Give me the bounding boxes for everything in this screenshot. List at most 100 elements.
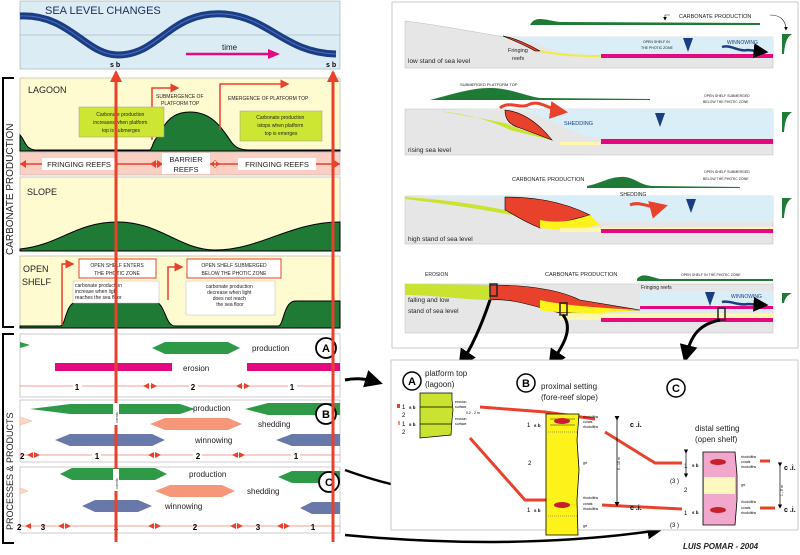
svg-text:corals: corals [114,412,119,423]
process-row-c: production shedding winnowing 2 3 1 2 3 … [17,466,341,534]
svg-text:corals: corals [583,420,593,424]
open-shelf-panel: OPEN SHELF OPEN SHELF ENTERS THE PHOTIC … [19,255,341,329]
svg-text:s b: s b [534,423,541,428]
process-row-b: production shedding winnowing 2 1 2 1 B [19,399,341,463]
svg-text:SUBMERGED PLATFORM TOP: SUBMERGED PLATFORM TOP [460,82,518,87]
svg-text:Fringing reefs: Fringing reefs [641,285,672,291]
svg-text:erosion: erosion [455,417,467,421]
svg-text:CARBONATE PRODUCTION: CARBONATE PRODUCTION [512,177,584,183]
svg-text:OPEN SHELF SUBMERGED: OPEN SHELF SUBMERGED [704,94,750,98]
svg-text:1: 1 [527,508,531,514]
svg-text:surface: surface [455,405,467,409]
svg-text:OPEN SHELF SUBMERGED: OPEN SHELF SUBMERGED [201,263,267,269]
svg-text:2: 2 [196,452,201,461]
process-row-a: production erosion 1 2 1 A [19,333,341,398]
svg-text:A: A [408,376,416,388]
svg-text:1: 1 [402,422,406,428]
svg-text:erosion: erosion [455,400,467,404]
time-label: time [222,43,238,52]
erosion-bar-right [247,363,340,371]
lagoon-note-right [239,110,323,142]
svg-text:BELOW THE PHOTIC ZONE: BELOW THE PHOTIC ZONE [703,100,749,104]
column-b: B proximal setting (fore-reef slope) 1 s… [516,373,642,536]
badge-b [315,403,337,425]
svg-text:BARRIER: BARRIER [169,155,203,164]
svg-text:OPEN SHELF IN THE PHOTIC ZONE: OPEN SHELF IN THE PHOTIC ZONE [681,273,741,277]
svg-text:grt: grt [583,461,587,465]
svg-text:rhodoliths: rhodoliths [741,465,756,469]
svg-text:1: 1 [311,523,316,532]
svg-text:winnowing: winnowing [194,436,232,445]
svg-text:c .i.: c .i. [630,422,642,429]
svg-text:rhodoliths: rhodoliths [583,496,598,500]
svg-text:BELOW THE PHOTIC ZONE: BELOW THE PHOTIC ZONE [202,271,268,277]
svg-text:rising sea level: rising sea level [408,147,452,154]
production-profile-icon [782,34,792,54]
svg-text:distal setting: distal setting [695,424,739,433]
svg-text:THE PHOTIC ZONE: THE PHOTIC ZONE [641,46,674,50]
svg-text:A: A [322,343,330,355]
production-bar [152,342,240,354]
slope-title: SLOPE [27,187,57,197]
svg-text:production: production [193,404,230,413]
svg-text:carbonate production inc: carbonate production increase when light… [75,283,123,301]
svg-text:2: 2 [17,523,22,532]
svg-text:c .i.: c .i. [784,465,796,472]
svg-text:1: 1 [95,452,100,461]
svg-text:CARBONATE PRODUCTION: CARBONATE PRODUCTION [679,14,751,20]
svg-text:2: 2 [193,523,198,532]
svg-text:EROSION: EROSION [425,272,448,278]
processes-bracket [2,333,14,544]
svg-text:shedding: shedding [258,420,290,429]
svg-text:Fringing: Fringing [508,48,528,54]
svg-text:rhodoliths: rhodoliths [741,500,756,504]
svg-text:OPEN SHELF SUBMERGED: OPEN SHELF SUBMERGED [704,170,750,174]
svg-text:2: 2 [20,452,25,461]
svg-text:platform top: platform top [425,369,468,378]
erosion-bar-left [55,363,172,371]
svg-text:B: B [322,409,330,421]
svg-text:stand of sea level: stand of sea level [408,308,459,315]
column-c: C distal setting (open shelf) 1 (3 ) 2 1… [666,378,796,529]
correlation-lines [468,405,775,511]
svg-text:WINNOWING: WINNOWING [731,294,762,300]
svg-text:rhodoliths: rhodoliths [741,455,756,459]
column-a: A platform top (lagoon) 1 s b 2 1 s b 2 … [397,369,480,439]
reef-band: FRINGING REEFS BARRIER REEFS FRINGING RE… [19,151,341,176]
svg-text:OPEN: OPEN [23,264,49,274]
processes-products-label: PROCESSES & PRODUCTS [5,412,15,530]
svg-text:shedding: shedding [247,487,279,496]
svg-text:WINNOWING: WINNOWING [727,40,758,46]
svg-text:reefs: reefs [512,56,524,62]
svg-text:proximal setting: proximal setting [541,382,597,391]
sb-label-right: s b [326,62,336,69]
svg-text:1: 1 [684,511,688,517]
svg-text:rhodoliths: rhodoliths [741,511,756,515]
svg-text:1: 1 [75,383,80,392]
svg-text:c .i.: c .i. [784,507,796,514]
svg-text:CARBONATE PRODUCTION: CARBONATE PRODUCTION [545,272,617,278]
svg-text:BELOW THE PHOTIC ZONE: BELOW THE PHOTIC ZONE [703,177,749,181]
svg-text:2: 2 [528,461,532,467]
svg-text:Carbonate production ist: Carbonate production istops when platfor… [256,115,305,137]
svg-text:high stand of sea level: high stand of sea level [408,236,473,243]
svg-text:s b: s b [534,508,541,513]
fringing-reefs-left: FRINGING REEFS [47,160,111,169]
svg-text:2: 2 [684,488,688,494]
section-high-stand: CARBONATE PRODUCTION SHEDDING OPEN SHELF… [404,170,792,245]
svg-text:3: 3 [256,523,261,532]
svg-text:low stand of sea level: low stand of sea level [408,58,471,65]
svg-text:B: B [522,378,530,390]
svg-text:production: production [252,344,289,353]
svg-text:s b: s b [692,510,699,515]
section-low-stand: CARBONATE PRODUCTION low stand of sea le… [404,14,792,69]
svg-text:1: 1 [290,383,295,392]
svg-text:SUBMERGENCE OF: SUBMERGENCE OF [156,94,204,100]
svg-text:(fore-reef slope): (fore-reef slope) [541,393,598,402]
svg-text:(3 ): (3 ) [670,479,679,485]
svg-text:1 - 5 m: 1 - 5 m [780,485,784,496]
svg-text:Carbonate production inc: Carbonate production increases when plat… [93,112,149,134]
svg-text:corals: corals [741,506,751,510]
svg-text:corals: corals [583,502,593,506]
